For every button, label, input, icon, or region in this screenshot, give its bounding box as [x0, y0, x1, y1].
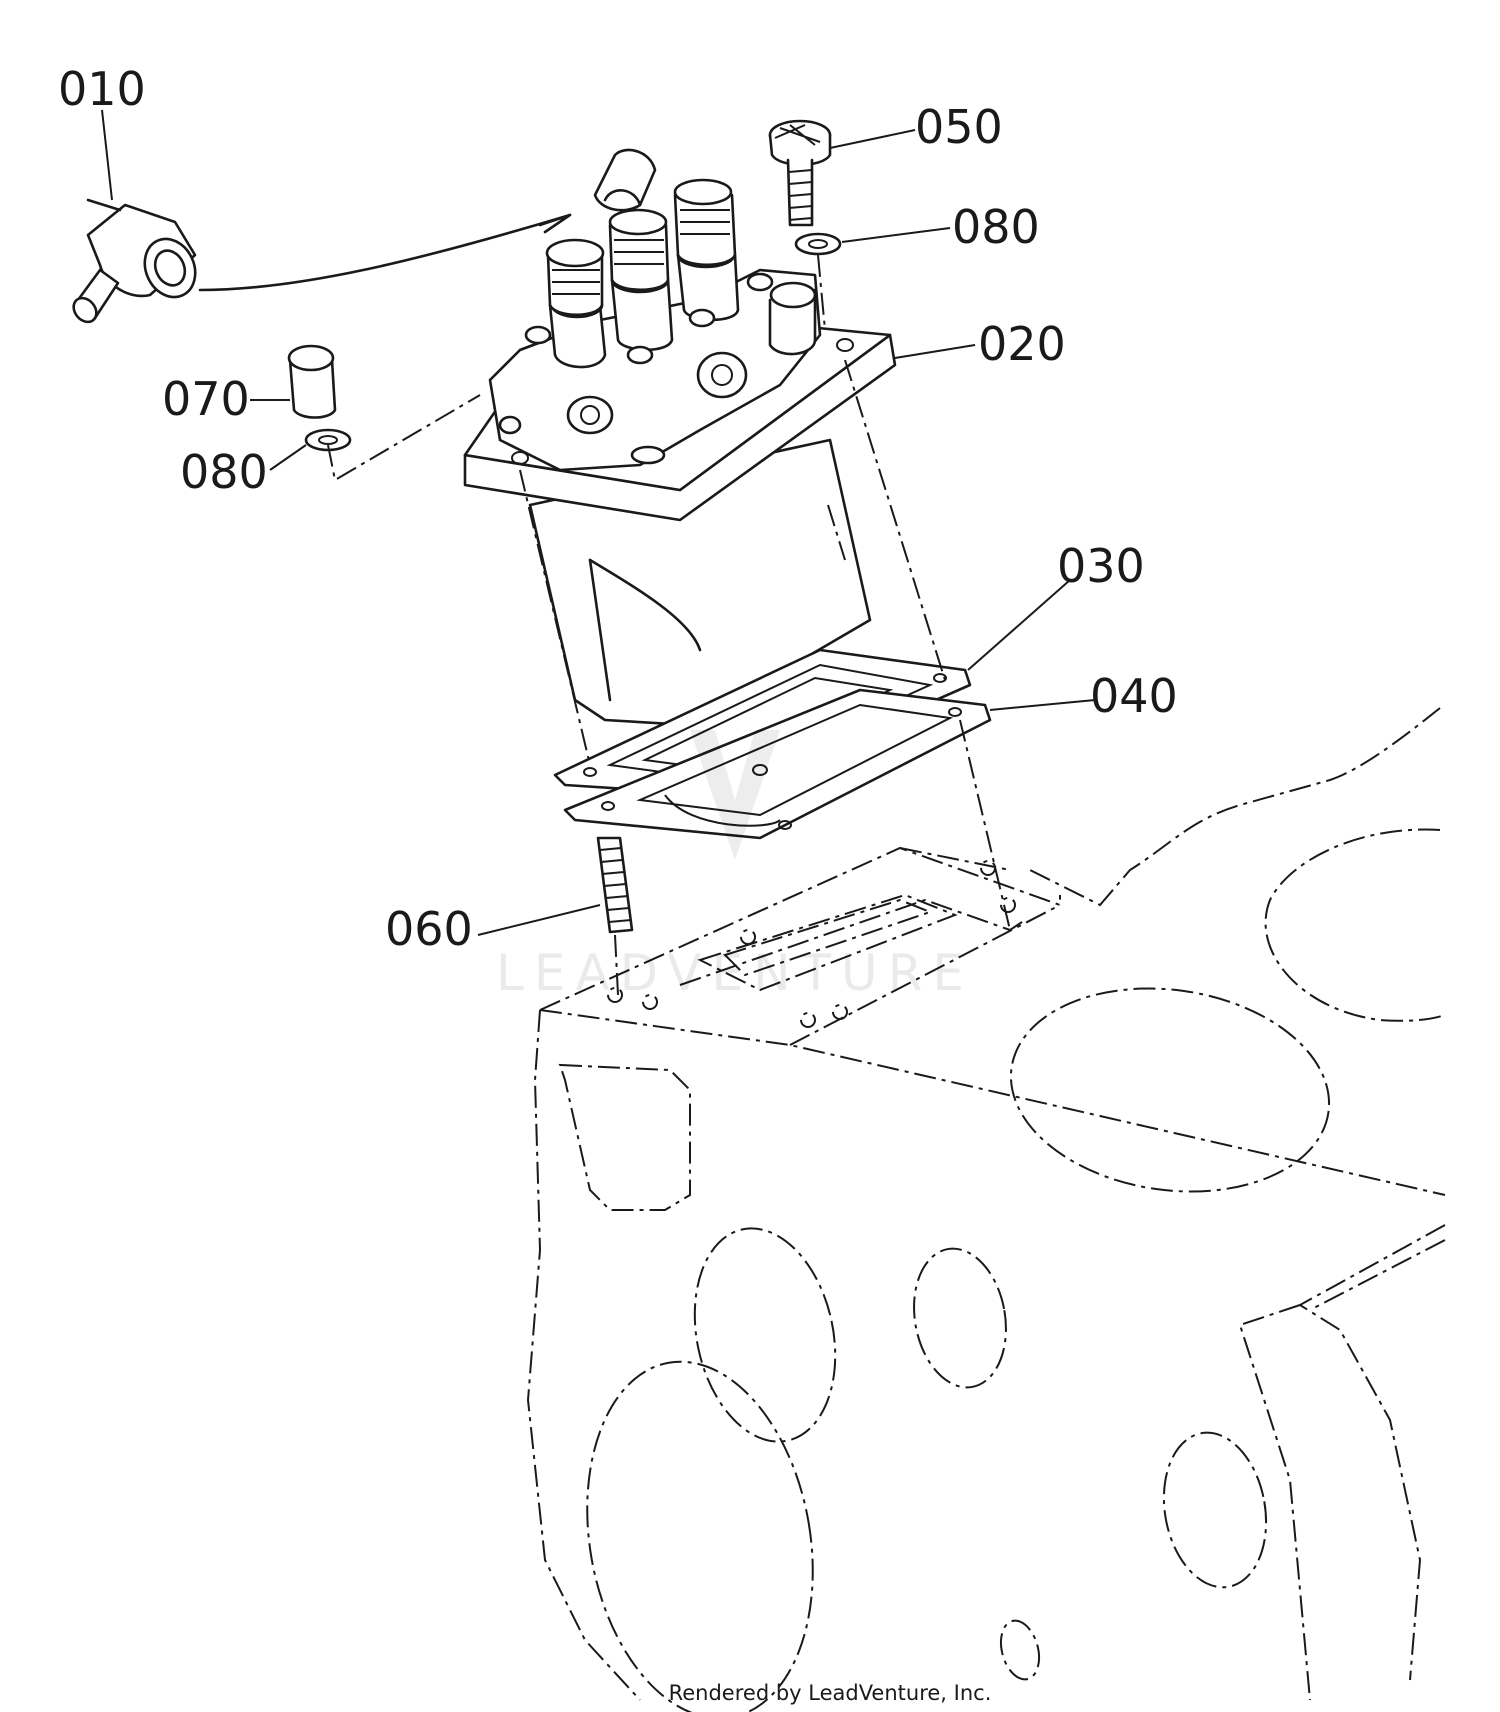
- callout-060: 060: [385, 902, 473, 956]
- callout-020: 020: [978, 317, 1066, 371]
- washer-080-upper: [794, 232, 842, 256]
- assembly-centerlines: [327, 254, 1011, 996]
- fuel-injection-pump: [463, 148, 897, 727]
- callout-labels: 010 050 080 020 070 080 030 040 060: [58, 62, 1178, 956]
- watermark-text: LEADVENTURE: [496, 944, 974, 1002]
- callout-010: 010: [58, 62, 146, 116]
- callout-050: 050: [915, 100, 1003, 154]
- fitting-010: [72, 198, 572, 324]
- bolt-050: [768, 119, 832, 227]
- stud-060: [596, 836, 634, 934]
- render-credit: Rendered by LeadVenture, Inc.: [669, 1681, 992, 1705]
- leader-lines: [101, 109, 1096, 936]
- engine-block: [526, 707, 1446, 1712]
- callout-030: 030: [1057, 539, 1145, 593]
- callout-080-upper: 080: [952, 200, 1040, 254]
- cap-070: [287, 344, 337, 419]
- callout-040: 040: [1090, 669, 1178, 723]
- gasket-040: [563, 688, 992, 840]
- callout-080-lower: 080: [180, 445, 268, 499]
- leadventure-watermark: LEADVENTURE: [496, 730, 974, 1002]
- callout-070: 070: [162, 372, 250, 426]
